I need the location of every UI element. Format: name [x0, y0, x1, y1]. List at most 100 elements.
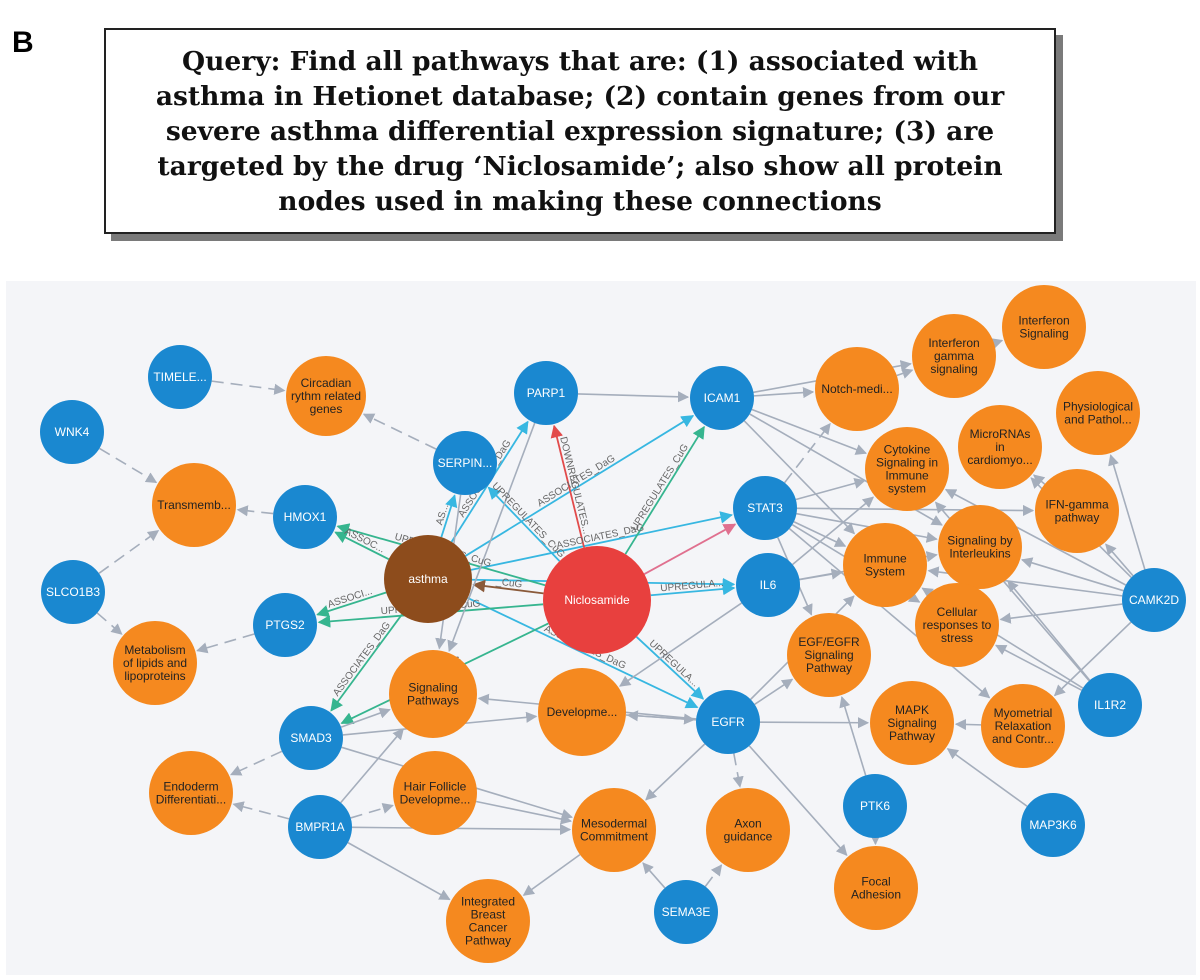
compound-node-circle[interactable]: [543, 546, 651, 654]
graph-svg[interactable]: ASSOC...ASSOCI...AS...ASSOCIATES_DaGASSO…: [6, 281, 1196, 975]
pathway-node-circle[interactable]: [865, 427, 949, 511]
gene-node-circle[interactable]: [279, 706, 343, 770]
node-sema3e[interactable]: SEMA3E: [654, 880, 718, 944]
node-camk2d[interactable]: CAMK2D: [1122, 568, 1186, 632]
gene-node-circle[interactable]: [40, 400, 104, 464]
node-parp1[interactable]: PARP1: [514, 361, 578, 425]
pathway-node-circle[interactable]: [1056, 371, 1140, 455]
edge-ifngamma-ifnsignal: [990, 338, 1004, 349]
gene-node-circle[interactable]: [41, 560, 105, 624]
edge-bmpr1a-mesodermal: [351, 823, 572, 836]
node-developme[interactable]: Developme...: [538, 668, 626, 756]
node-map3k6[interactable]: MAP3K6: [1021, 793, 1085, 857]
pathway-node-circle[interactable]: [706, 788, 790, 872]
gene-node-circle[interactable]: [288, 795, 352, 859]
pathway-node-circle[interactable]: [938, 505, 1022, 589]
pathway-node-circle[interactable]: [815, 347, 899, 431]
node-slco1b3[interactable]: SLCO1B3: [41, 560, 105, 624]
gene-node-circle[interactable]: [843, 774, 907, 838]
pathway-node-circle[interactable]: [843, 523, 927, 607]
gene-node-circle[interactable]: [733, 476, 797, 540]
pathway-node-circle[interactable]: [572, 788, 656, 872]
edge-stat3-cytokine: [795, 477, 866, 501]
node-label: SEMA3E: [662, 905, 711, 919]
node-egfr[interactable]: EGFR: [696, 690, 760, 754]
pathway-node-circle[interactable]: [958, 405, 1042, 489]
pathway-node-circle[interactable]: [152, 463, 236, 547]
gene-node-circle[interactable]: [1122, 568, 1186, 632]
edge-hmox1-transmemb: [236, 505, 274, 517]
gene-node-circle[interactable]: [148, 345, 212, 409]
node-timele[interactable]: TIMELE...: [148, 345, 212, 409]
gene-node-circle[interactable]: [514, 361, 578, 425]
pathway-node-circle[interactable]: [389, 650, 477, 738]
node-stat3[interactable]: STAT3: [733, 476, 797, 540]
node-icam1[interactable]: ICAM1: [690, 366, 754, 430]
node-il1r2[interactable]: IL1R2: [1078, 673, 1142, 737]
node-ptgs2[interactable]: PTGS2: [253, 593, 317, 657]
gene-node-circle[interactable]: [696, 690, 760, 754]
gene-node-circle[interactable]: [690, 366, 754, 430]
disease-node-circle[interactable]: [384, 535, 472, 623]
pathway-node-circle[interactable]: [834, 846, 918, 930]
pathway-node-circle[interactable]: [446, 879, 530, 963]
pathway-node-circle[interactable]: [870, 681, 954, 765]
node-smad3[interactable]: SMAD3: [279, 706, 343, 770]
pathway-node-circle[interactable]: [912, 314, 996, 398]
pathway-node-circle[interactable]: [149, 751, 233, 835]
edge-camk2d-physio: [1108, 454, 1146, 570]
pathway-node-circle[interactable]: [113, 621, 197, 705]
gene-node-circle[interactable]: [1021, 793, 1085, 857]
node-ptk6[interactable]: PTK6: [843, 774, 907, 838]
node-asthma[interactable]: asthma: [384, 535, 472, 623]
edge-hairfollicle-mesodermal: [475, 800, 573, 825]
gene-node-circle[interactable]: [253, 593, 317, 657]
pathway-node-circle[interactable]: [981, 684, 1065, 768]
node-bmpr1a[interactable]: BMPR1A: [288, 795, 352, 859]
gene-node-circle[interactable]: [654, 880, 718, 944]
node-niclosamide[interactable]: Niclosamide: [543, 546, 651, 654]
pathway-node-circle[interactable]: [538, 668, 626, 756]
pathway-node-circle[interactable]: [393, 751, 477, 835]
node-il6[interactable]: IL6: [736, 553, 800, 617]
pathway-node-circle[interactable]: [1035, 469, 1119, 553]
pathway-node-circle[interactable]: [286, 356, 366, 436]
node-transmemb[interactable]: Transmemb...: [152, 463, 236, 547]
gene-node-circle[interactable]: [736, 553, 800, 617]
pathway-node-circle[interactable]: [915, 583, 999, 667]
node-notch[interactable]: Notch-medi...: [815, 347, 899, 431]
pathway-node-circle[interactable]: [787, 613, 871, 697]
gene-node-circle[interactable]: [433, 431, 497, 495]
node-serpin[interactable]: SERPIN...: [433, 431, 497, 495]
node-hmox1[interactable]: HMOX1: [273, 485, 337, 549]
pathway-node-circle[interactable]: [1002, 285, 1086, 369]
gene-node-circle[interactable]: [1078, 673, 1142, 737]
node-wnk4[interactable]: WNK4: [40, 400, 104, 464]
edge-slco1b3-transmemb: [98, 530, 160, 574]
gene-node-circle[interactable]: [273, 485, 337, 549]
